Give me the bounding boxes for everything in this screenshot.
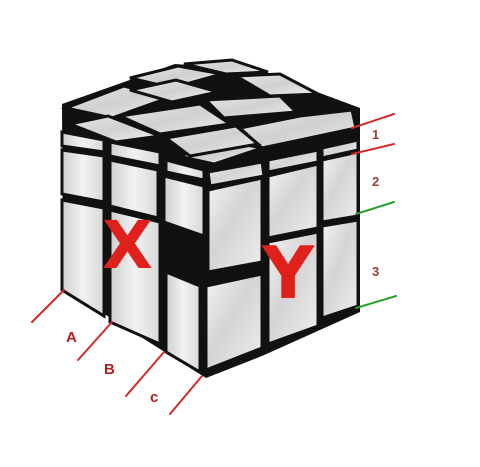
row-marker-line bbox=[351, 143, 395, 155]
column-marker-line bbox=[125, 351, 165, 397]
column-markers bbox=[31, 289, 203, 415]
row-marker-line bbox=[355, 201, 395, 215]
front-sticker bbox=[266, 148, 320, 174]
row-marker-line bbox=[351, 113, 395, 129]
top-sticker bbox=[202, 94, 300, 120]
column-marker-line bbox=[77, 321, 113, 361]
row-label-3: 3 bbox=[372, 264, 379, 279]
front-face bbox=[204, 138, 360, 373]
row-label-2: 2 bbox=[372, 174, 379, 189]
front-sticker bbox=[320, 138, 360, 160]
top-sticker bbox=[230, 72, 324, 98]
left-sticker bbox=[108, 158, 160, 220]
top-sticker bbox=[114, 102, 235, 136]
left-sticker bbox=[60, 198, 106, 319]
column-label-c: c bbox=[150, 389, 158, 406]
left-face bbox=[60, 130, 206, 375]
left-sticker bbox=[108, 140, 162, 168]
left-sticker bbox=[164, 269, 202, 375]
column-label-b: B bbox=[104, 361, 115, 378]
left-sticker bbox=[162, 174, 206, 239]
front-sticker bbox=[266, 162, 320, 240]
column-marker-line bbox=[169, 375, 203, 415]
row-marker-line bbox=[355, 295, 397, 309]
row-markers bbox=[351, 113, 397, 309]
column-marker-line bbox=[31, 289, 65, 323]
left-sticker bbox=[164, 158, 206, 182]
left-sticker bbox=[60, 148, 106, 204]
front-sticker bbox=[266, 230, 320, 347]
left-sticker bbox=[108, 208, 162, 347]
face-label-y: Y bbox=[261, 231, 315, 315]
top-sticker bbox=[129, 78, 219, 104]
top-sticker bbox=[183, 58, 269, 76]
front-sticker bbox=[206, 176, 264, 274]
top-sticker bbox=[162, 124, 262, 158]
top-face bbox=[60, 58, 358, 166]
row-label-1: 1 bbox=[372, 127, 379, 142]
column-label-a: A bbox=[66, 329, 77, 346]
front-sticker bbox=[320, 150, 360, 224]
front-sticker bbox=[204, 272, 264, 373]
top-sticker bbox=[64, 114, 161, 144]
front-sticker bbox=[206, 160, 266, 188]
left-sticker bbox=[60, 130, 106, 154]
face-label-x: X bbox=[102, 207, 153, 284]
front-sticker bbox=[320, 218, 360, 321]
